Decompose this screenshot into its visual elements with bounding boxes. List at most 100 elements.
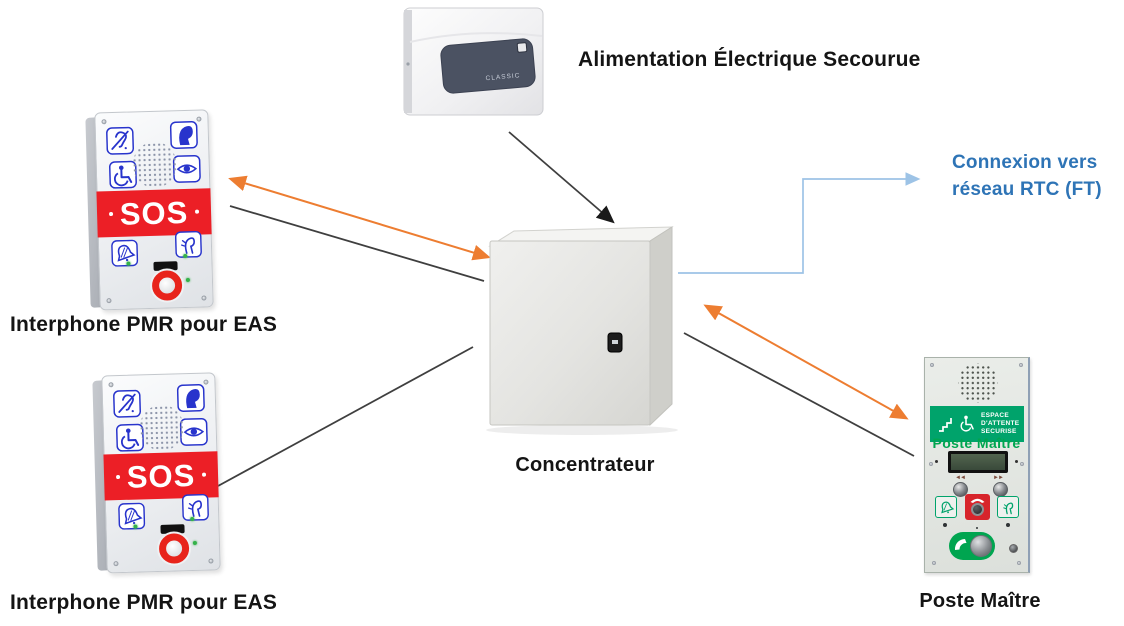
psu-lid-seam	[409, 32, 543, 43]
led-indicator	[943, 523, 947, 527]
band-line: ESPACE	[981, 412, 1010, 419]
power-supply-device: CLASSIC	[402, 6, 546, 118]
cabinet-door	[489, 240, 651, 426]
screw-icon	[101, 119, 107, 125]
signal-link-interphone1-concentrator	[228, 175, 491, 261]
lcd-display	[948, 451, 1008, 473]
led-indicator	[192, 540, 197, 545]
bell-button	[935, 496, 957, 518]
cable-power-concentrator	[508, 131, 615, 224]
panel-dot	[1015, 460, 1018, 463]
wheelchair-icon	[109, 160, 137, 189]
rtc-connection-caption: Connexion vers réseau RTC (FT)	[952, 149, 1102, 203]
screw-icon	[406, 62, 410, 66]
wheelchair-icon	[116, 423, 144, 452]
speaking-face-icon	[174, 230, 202, 258]
call-button	[151, 270, 183, 301]
lcd-screen	[951, 454, 1005, 470]
cable-concentrator-master	[683, 332, 915, 457]
power-supply-box: CLASSIC	[403, 7, 544, 116]
interphone-front-panel: SOS	[101, 372, 221, 574]
speaker-grille	[958, 363, 998, 403]
led-indicator	[976, 527, 978, 529]
screw-icon	[929, 462, 933, 466]
eas-band-text: ESPACE D'ATTENTE SECURISE	[981, 412, 1019, 436]
cabinet-shadow	[486, 425, 678, 435]
master-station-device: ESPACE D'ATTENTE SECURISE Poste Maître ◄…	[924, 357, 1030, 573]
concentrator-device	[482, 222, 687, 437]
psu-logo-badge	[516, 42, 528, 53]
screw-icon	[106, 298, 112, 304]
screw-icon	[932, 561, 936, 565]
speaking-face-icon	[181, 493, 209, 521]
next-mark: ►►	[993, 475, 1004, 481]
alarm-knob	[971, 503, 984, 516]
band-dot	[115, 475, 120, 480]
bell-icon	[118, 502, 146, 530]
band-dot	[195, 209, 200, 214]
display-slot	[153, 261, 178, 271]
concentrator-caption: Concentrateur	[515, 454, 655, 476]
phone-control	[949, 532, 995, 560]
speaker-grille	[139, 404, 185, 452]
cable-interphone1-concentrator	[229, 205, 485, 282]
psu-left-edge	[404, 10, 412, 113]
cabinet-right-face	[649, 226, 673, 427]
psu-dark-panel: CLASSIC	[440, 38, 536, 94]
face-icon	[169, 121, 198, 149]
alarm-call-button	[965, 494, 990, 520]
previous-button	[953, 482, 968, 497]
sos-label: SOS	[119, 194, 189, 232]
screw-icon	[1017, 561, 1021, 565]
next-button	[993, 482, 1008, 497]
screw-icon	[108, 382, 114, 388]
latch-keyhole	[612, 340, 618, 344]
interphone-device-2: SOS	[91, 372, 221, 575]
eye-icon	[172, 154, 201, 183]
display-slot	[160, 524, 185, 534]
interphone1-caption: Interphone PMR pour EAS	[10, 313, 278, 336]
speaking-face-icon	[1003, 502, 1014, 515]
band-dot	[108, 212, 113, 217]
service-button	[1009, 544, 1018, 553]
hearing-impaired-icon	[106, 126, 134, 155]
screw-icon	[930, 363, 934, 367]
psu-brand-text: CLASSIC	[485, 72, 520, 82]
handset-icon	[970, 498, 985, 503]
screw-icon	[1020, 462, 1024, 466]
cable-interphone2-concentrator	[217, 346, 474, 487]
screw-icon	[1019, 363, 1023, 367]
rtc-caption-line2: réseau RTC (FT)	[952, 179, 1102, 200]
stairs-icon	[939, 418, 952, 432]
hearing-impaired-icon	[113, 389, 141, 418]
speaker-grille	[132, 141, 178, 189]
wheelchair-icon	[960, 415, 974, 432]
power-supply-caption: Alimentation Électrique Secourue	[578, 48, 921, 71]
master-station-panel-title: Poste Maître	[932, 435, 1021, 451]
concentrator-cabinet	[486, 226, 678, 435]
signal-link-concentrator-master	[703, 304, 909, 420]
panel-dot	[935, 460, 938, 463]
handset-icon	[954, 538, 967, 550]
volume-knob	[970, 535, 992, 557]
rtc-caption-line1: Connexion vers	[952, 152, 1098, 173]
led-indicator	[185, 277, 190, 282]
led-indicator	[1006, 523, 1010, 527]
master-station-caption: Poste Maître	[919, 590, 1041, 612]
bell-icon	[111, 239, 139, 267]
screw-icon	[201, 295, 207, 301]
previous-mark: ◄◄	[955, 475, 966, 481]
interphone2-caption: Interphone PMR pour EAS	[10, 591, 278, 614]
interphone-device-1: SOS	[84, 109, 214, 312]
band-line: SECURISE	[981, 428, 1017, 435]
screw-icon	[208, 558, 214, 564]
band-dot	[202, 472, 207, 477]
rtc-connection-line	[678, 172, 921, 274]
speak-button	[997, 496, 1019, 518]
face-icon	[176, 384, 205, 412]
sos-label: SOS	[126, 457, 196, 495]
interphone-front-panel: SOS	[94, 109, 214, 311]
band-line: D'ATTENTE	[981, 420, 1020, 427]
